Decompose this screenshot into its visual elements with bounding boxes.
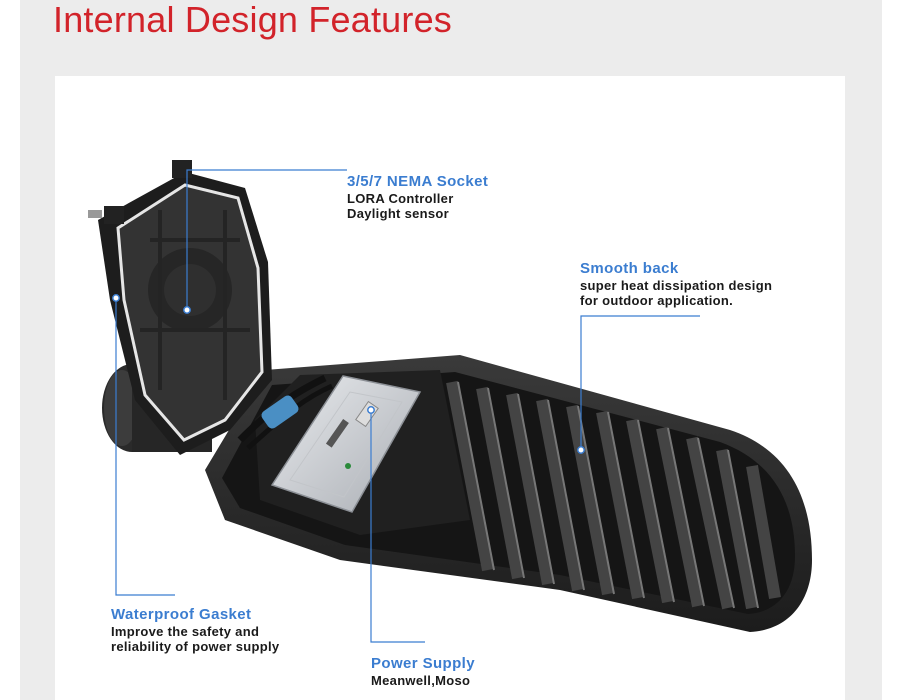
callout-heading: Waterproof Gasket xyxy=(111,606,252,623)
leader-nema xyxy=(186,169,347,310)
leader-lines xyxy=(115,169,700,643)
callout-line: LORA Controller xyxy=(347,191,454,206)
callout-line: Daylight sensor xyxy=(347,206,450,221)
callout-line: Improve the safety and xyxy=(111,624,260,639)
leader-power-supply xyxy=(370,410,425,643)
callout-line: for outdoor application. xyxy=(580,293,734,308)
callout-nema-socket: 3/5/7 NEMA Socket LORA Controller Daylig… xyxy=(347,173,488,221)
callout-smooth-back: Smooth back super heat dissipation desig… xyxy=(580,260,772,308)
callout-line: super heat dissipation design xyxy=(580,278,773,293)
callout-line: Meanwell,Moso xyxy=(371,673,471,688)
open-lid xyxy=(88,160,272,455)
dot-smooth-back xyxy=(577,446,585,454)
callout-line: reliability of power supply xyxy=(111,639,280,654)
cable-connector xyxy=(237,374,334,450)
page-title: Internal Design Features xyxy=(53,0,453,40)
callout-heading: 3/5/7 NEMA Socket xyxy=(347,173,489,190)
leader-dots xyxy=(112,294,585,454)
power-supply-unit xyxy=(270,375,422,513)
callout-power-supply: Power Supply Meanwell,Moso xyxy=(371,655,475,688)
callout-heading: Smooth back xyxy=(580,260,679,277)
dot-power-supply xyxy=(367,406,375,414)
dot-gasket xyxy=(112,294,120,302)
dot-nema xyxy=(183,306,191,314)
callout-waterproof-gasket: Waterproof Gasket Improve the safety and… xyxy=(111,606,279,654)
callout-heading: Power Supply xyxy=(371,655,475,672)
leader-smooth-back xyxy=(580,315,700,450)
heat-sink-fins xyxy=(446,380,781,610)
leader-gasket xyxy=(115,298,175,596)
